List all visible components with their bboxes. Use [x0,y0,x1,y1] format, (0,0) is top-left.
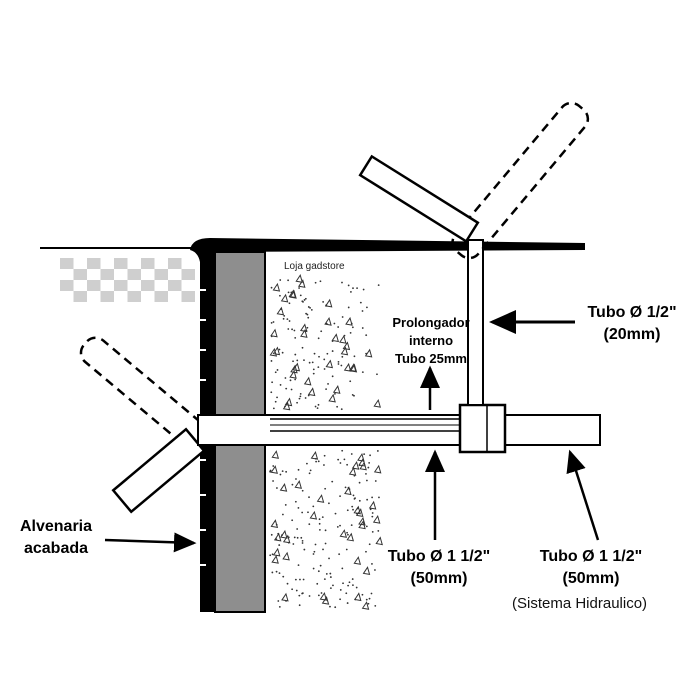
label-extender-line1: Prolongador [392,315,470,330]
label-pipe-system-mm: (50mm) [562,570,620,587]
label-pipe-main-mm: (50mm) [410,570,468,587]
floor-tile-pattern [60,258,195,302]
arrow-wall [104,532,197,553]
handle-left [111,427,206,514]
label-wall-line2: acabada [23,540,89,557]
label-pipe-system-size: Tubo Ø 1 1/2" [539,548,643,565]
label-pipe-half: Tubo Ø 1/2" (20mm) [572,302,692,346]
label-pipe-system-note: (Sistema Hidraulico) [512,595,648,612]
tee-fitting [458,403,507,454]
handle-top [358,154,480,244]
arrow-pipe-system [566,449,600,541]
watermark: Loja gadstore [284,261,345,272]
handle-dashed-top [451,101,590,260]
label-extender-line2: interno [408,333,454,348]
handle-dashed-left [79,336,206,448]
label-pipe-half-size: Tubo Ø 1/2" [587,304,677,321]
label-pipe-main: Tubo Ø 1 1/2" (50mm) [380,546,498,590]
label-pipe-system: Tubo Ø 1 1/2" (50mm) [532,546,650,590]
main-pipe [197,414,601,446]
concrete-fill [269,274,383,610]
label-extender: Prolongador interno Tubo 25mm [372,314,490,368]
label-extender-line3: Tubo 25mm [395,351,467,366]
label-wall-line1: Alvenaria [19,518,93,535]
label-pipe-half-mm: (20mm) [603,326,661,343]
wall-ticks [200,289,206,566]
vertical-pipe [467,239,484,406]
label-wall: Alvenaria acabada [6,516,106,560]
label-pipe-main-size: Tubo Ø 1 1/2" [387,548,491,565]
